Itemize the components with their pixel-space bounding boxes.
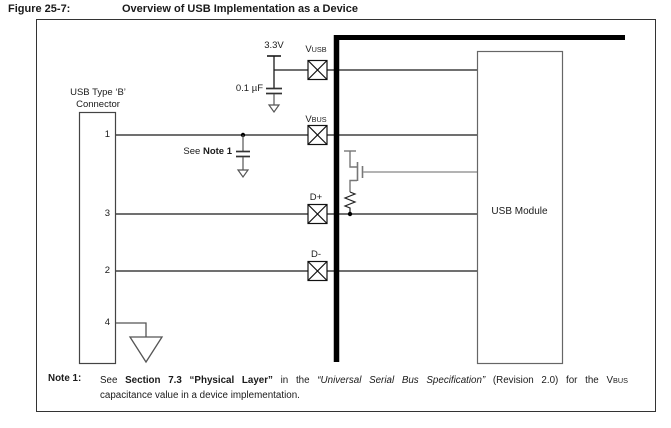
note-line-2: capacitance value in a device implementa… — [100, 390, 300, 401]
vbus-suffix: BUS — [311, 115, 327, 124]
ground-icon — [267, 104, 281, 114]
power-rail-circuit — [266, 55, 282, 114]
note-seg-plain: See — [100, 375, 126, 386]
pullup-fet-circuit — [343, 150, 477, 217]
connector-label: USB Type ‘B’ Connector — [50, 87, 146, 110]
capacitor-value-label: 0.1 µF — [235, 83, 263, 94]
note-number-label: Note 1: — [48, 373, 82, 384]
vusb-prefix: V — [305, 44, 312, 55]
see-note-prefix: See — [183, 146, 203, 157]
connector-box — [78, 111, 117, 365]
vbus-pad-icon — [307, 124, 328, 146]
junction-dot — [347, 211, 353, 217]
note-line-1: See Section 7.3 “Physical Layer” in the … — [100, 373, 628, 388]
pin4-ground-circuit — [116, 322, 164, 364]
rail-voltage-label: 3.3V — [264, 40, 284, 51]
dplus-pad-label: D+ — [309, 192, 323, 203]
connector-label-line2: Connector — [76, 98, 120, 110]
chassis-ground-icon — [128, 336, 164, 364]
figure-title: Overview of USB Implementation as a Devi… — [122, 3, 358, 15]
ground-icon — [236, 169, 250, 179]
vusb-pad-icon — [307, 59, 328, 81]
pin-2-label: 2 — [104, 265, 110, 276]
pin-1-label: 1 — [104, 129, 110, 140]
note-seg-italic: “Universal Serial Bus Specification” — [317, 375, 486, 386]
note-seg-smallcaps: BUS — [612, 376, 628, 385]
note-seg-bold: Section 7.3 “Physical Layer” — [125, 375, 273, 386]
io-pads — [307, 59, 328, 282]
pin-4-label: 4 — [104, 317, 110, 328]
figure-number: Figure 25-7: — [8, 3, 71, 15]
connector-label-line1: USB Type ‘B’ — [70, 87, 126, 98]
vusb-pad-label: VUSB — [297, 44, 335, 56]
fet-drain-wire — [349, 151, 357, 168]
note1-capacitor-circuit — [236, 132, 250, 179]
see-note-bold: Note 1 — [202, 146, 232, 157]
fet-source-wire — [349, 179, 357, 192]
vusb-suffix: USB — [311, 45, 327, 54]
note-seg-plain: (Revision 2.0) for the V — [485, 375, 613, 386]
vbus-pad-label: VBUS — [297, 114, 335, 126]
note-seg-plain: in the — [272, 375, 318, 386]
figure-frame — [36, 19, 656, 412]
pin-3-label: 3 — [104, 208, 110, 219]
dplus-pad-icon — [307, 203, 328, 225]
see-note-label: See Note 1 — [145, 146, 232, 158]
usb-module-box — [476, 50, 564, 365]
dminus-pad-label: D- — [310, 249, 322, 260]
pin4-wire — [116, 322, 147, 337]
pullup-resistor — [343, 191, 357, 214]
dminus-pad-icon — [307, 260, 328, 282]
usb-module-label: USB Module — [491, 206, 548, 217]
vbus-prefix: V — [305, 114, 312, 125]
signal-wires — [116, 69, 477, 272]
note-body: See Section 7.3 “Physical Layer” in the … — [100, 373, 628, 403]
